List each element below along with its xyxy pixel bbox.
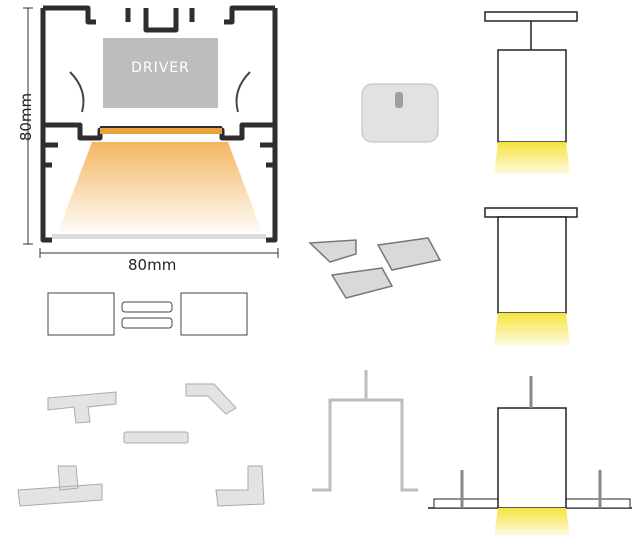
diffuser [52, 234, 266, 239]
l-t-connector-icon [17, 383, 265, 507]
surface-mount-icon [484, 207, 578, 345]
clip-left [69, 71, 85, 113]
height-dimension-line [23, 7, 33, 245]
width-label: 80mm [128, 256, 177, 274]
width-dimension-line [39, 248, 279, 258]
driver-box [103, 38, 218, 108]
ceiling-cap-icon [361, 83, 439, 143]
mounting-clip-icon [308, 237, 442, 299]
light-glow [58, 142, 262, 232]
driver-label: DRIVER [131, 60, 190, 76]
pendant-mount-icon [484, 11, 578, 174]
u-bracket-icon [312, 370, 418, 492]
straight-connectors [47, 292, 248, 336]
height-label: 80mm [17, 92, 35, 142]
led-strip [100, 128, 222, 134]
clip-right [235, 71, 251, 113]
recessed-mount-icon [428, 376, 632, 535]
